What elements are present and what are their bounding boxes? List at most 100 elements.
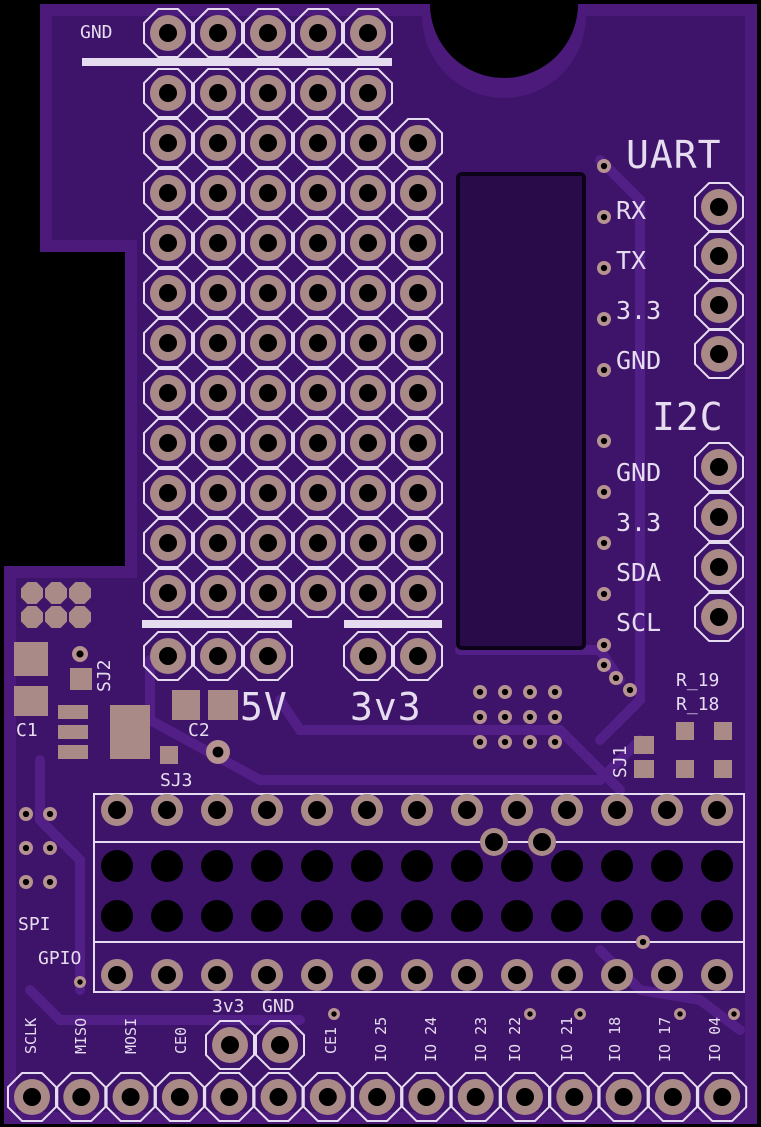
via bbox=[43, 807, 57, 821]
uart-pad bbox=[694, 182, 744, 232]
proto-pad bbox=[243, 568, 293, 618]
label-ce0: CE0 bbox=[172, 1026, 190, 1054]
proto-pad bbox=[193, 268, 243, 318]
gpio-pad bbox=[151, 794, 183, 826]
reg-tab bbox=[110, 705, 150, 759]
label-uart-3v3: 3.3 bbox=[616, 296, 662, 325]
label-mosi: MOSI bbox=[122, 1017, 140, 1054]
proto-pad bbox=[193, 68, 243, 118]
proto-pad bbox=[143, 268, 193, 318]
proto-pad bbox=[143, 8, 193, 58]
proto-pad bbox=[143, 218, 193, 268]
proto-pad bbox=[243, 218, 293, 268]
via bbox=[473, 685, 487, 699]
via bbox=[498, 710, 512, 724]
proto-pad bbox=[343, 418, 393, 468]
drill-hole bbox=[501, 850, 533, 882]
via bbox=[43, 875, 57, 889]
proto-pad bbox=[343, 518, 393, 568]
proto-pad bbox=[243, 418, 293, 468]
bottom-connector-pad bbox=[154, 1072, 205, 1122]
proto-pad bbox=[193, 218, 243, 268]
label-i2c-gnd: GND bbox=[616, 458, 662, 487]
via bbox=[74, 976, 86, 988]
proto-pad bbox=[193, 368, 243, 418]
proto-pad bbox=[193, 118, 243, 168]
proto-pad bbox=[343, 118, 393, 168]
label-gpio: GPIO bbox=[38, 948, 82, 969]
label-io25: IO 25 bbox=[372, 1016, 390, 1062]
header-outlines bbox=[93, 793, 745, 993]
unplated-holes bbox=[101, 850, 733, 932]
via bbox=[523, 710, 537, 724]
drill-hole bbox=[101, 850, 133, 882]
gpio-pad bbox=[501, 794, 533, 826]
label-5v: 5V bbox=[240, 685, 288, 729]
proto-pad bbox=[193, 418, 243, 468]
jumper-pad bbox=[69, 582, 91, 604]
label-scl: SCL bbox=[616, 608, 662, 637]
i2c-pad bbox=[694, 442, 744, 492]
proto-pad bbox=[393, 368, 443, 418]
i2c-pad bbox=[694, 592, 744, 642]
bottom-connector-pad bbox=[697, 1072, 748, 1122]
drill-hole bbox=[151, 900, 183, 932]
gpio-pad bbox=[401, 959, 433, 991]
r18-pad bbox=[676, 760, 694, 778]
gpio-pad bbox=[551, 794, 583, 826]
smd-pads bbox=[14, 582, 732, 778]
uart-pad bbox=[694, 280, 744, 330]
gpio-pad bbox=[401, 794, 433, 826]
proto-pad bbox=[343, 468, 393, 518]
proto-pad bbox=[243, 368, 293, 418]
proto-pad bbox=[143, 368, 193, 418]
proto-pad bbox=[293, 418, 343, 468]
via bbox=[523, 735, 537, 749]
via bbox=[597, 363, 611, 377]
label-header-gnd: GND bbox=[262, 996, 295, 1017]
drill-hole bbox=[551, 900, 583, 932]
label-i2c-3v3: 3.3 bbox=[616, 508, 662, 537]
r19-pad bbox=[676, 722, 694, 740]
header-3v3-pad bbox=[205, 1020, 255, 1070]
jumper-pad bbox=[21, 582, 43, 604]
power-pad-3v3 bbox=[343, 631, 393, 681]
gpio-pad bbox=[351, 959, 383, 991]
via bbox=[19, 807, 33, 821]
bottom-connector-pad bbox=[450, 1072, 501, 1122]
label-i2c: I2C bbox=[652, 395, 724, 439]
drill-hole bbox=[651, 900, 683, 932]
jumper-pad bbox=[45, 606, 67, 628]
proto-pad bbox=[393, 118, 443, 168]
proto-pad bbox=[293, 468, 343, 518]
proto-pad bbox=[193, 568, 243, 618]
via bbox=[19, 875, 33, 889]
power-pad-5v bbox=[143, 631, 193, 681]
via bbox=[609, 671, 623, 685]
proto-pad bbox=[243, 518, 293, 568]
bottom-connector-pad bbox=[204, 1072, 255, 1122]
label-c2: C2 bbox=[188, 720, 210, 741]
gpio-pad bbox=[601, 959, 633, 991]
proto-pad bbox=[293, 8, 343, 58]
proto-pad bbox=[193, 468, 243, 518]
i2c-pad bbox=[694, 542, 744, 592]
via bbox=[674, 1008, 686, 1020]
bottom-connector-pad bbox=[549, 1072, 600, 1122]
proto-pad bbox=[293, 368, 343, 418]
label-spi: SPI bbox=[18, 914, 51, 935]
gpio-pad bbox=[551, 959, 583, 991]
proto-pad bbox=[143, 68, 193, 118]
sj1-pad bbox=[634, 760, 654, 778]
proto-pad bbox=[143, 468, 193, 518]
proto-pad bbox=[293, 68, 343, 118]
header-gnd-pad bbox=[255, 1020, 305, 1070]
bottom-connector-pad bbox=[647, 1072, 698, 1122]
proto-pad bbox=[393, 218, 443, 268]
proto-pad bbox=[143, 318, 193, 368]
r19-pad bbox=[714, 722, 732, 740]
gpio-pad bbox=[351, 794, 383, 826]
drill-hole bbox=[451, 900, 483, 932]
sj1-pad bbox=[634, 736, 654, 754]
